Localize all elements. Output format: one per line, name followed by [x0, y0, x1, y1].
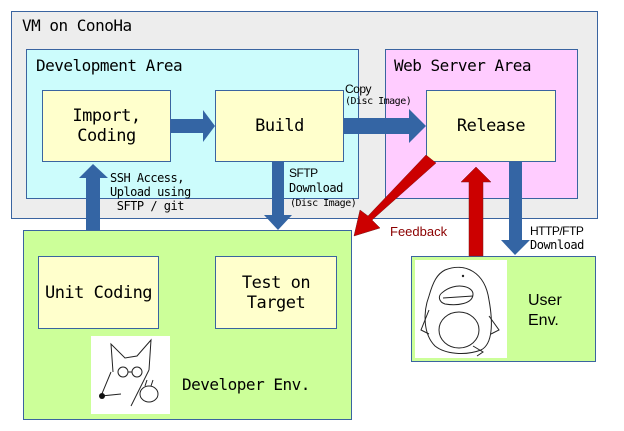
arrow-http-download	[501, 162, 530, 255]
http-label-line1: HTTP/FTP	[530, 224, 584, 238]
arrow-import-to-build	[171, 110, 215, 142]
node-release: Release	[426, 90, 556, 162]
arrow-build-to-release	[344, 109, 426, 143]
ssh-label-line3: SFTP / git	[110, 199, 185, 213]
user-illustration	[415, 260, 507, 358]
vm-title: VM on ConoHa	[22, 16, 132, 35]
arrow-feedback	[353, 154, 437, 237]
sftp-sublabel: (Disc Image)	[290, 198, 357, 209]
node-unit-coding: Unit Coding	[38, 256, 159, 329]
arrow-ssh-upload	[79, 164, 108, 230]
sftp-label-line2: Download	[289, 181, 343, 195]
developer-illustration	[91, 336, 170, 414]
feedback-label: Feedback	[390, 224, 448, 239]
node-test-on-target: Test on Target	[215, 256, 337, 329]
copy-label: Copy	[345, 82, 372, 96]
http-label-line2: Download	[530, 238, 584, 252]
node-build: Build	[215, 90, 344, 162]
user-env-title: User Env.	[528, 292, 562, 329]
arrow-user-feedback	[460, 166, 492, 257]
ssh-label-line1: SSH Access,	[110, 171, 184, 185]
penguin-icon	[420, 266, 500, 357]
developer-env-title: Developer Env.	[182, 375, 310, 394]
development-area-title: Development Area	[36, 56, 183, 75]
ssh-label-line2: Upload using	[110, 185, 191, 199]
node-import-coding: Import, Coding	[42, 90, 171, 162]
web-server-area-title: Web Server Area	[394, 56, 532, 75]
copy-sublabel: (Disc Image)	[345, 96, 412, 107]
sftp-label-line1: SFTP	[289, 166, 318, 180]
arrow-sftp-download	[264, 162, 292, 230]
fox-icon	[99, 338, 159, 407]
